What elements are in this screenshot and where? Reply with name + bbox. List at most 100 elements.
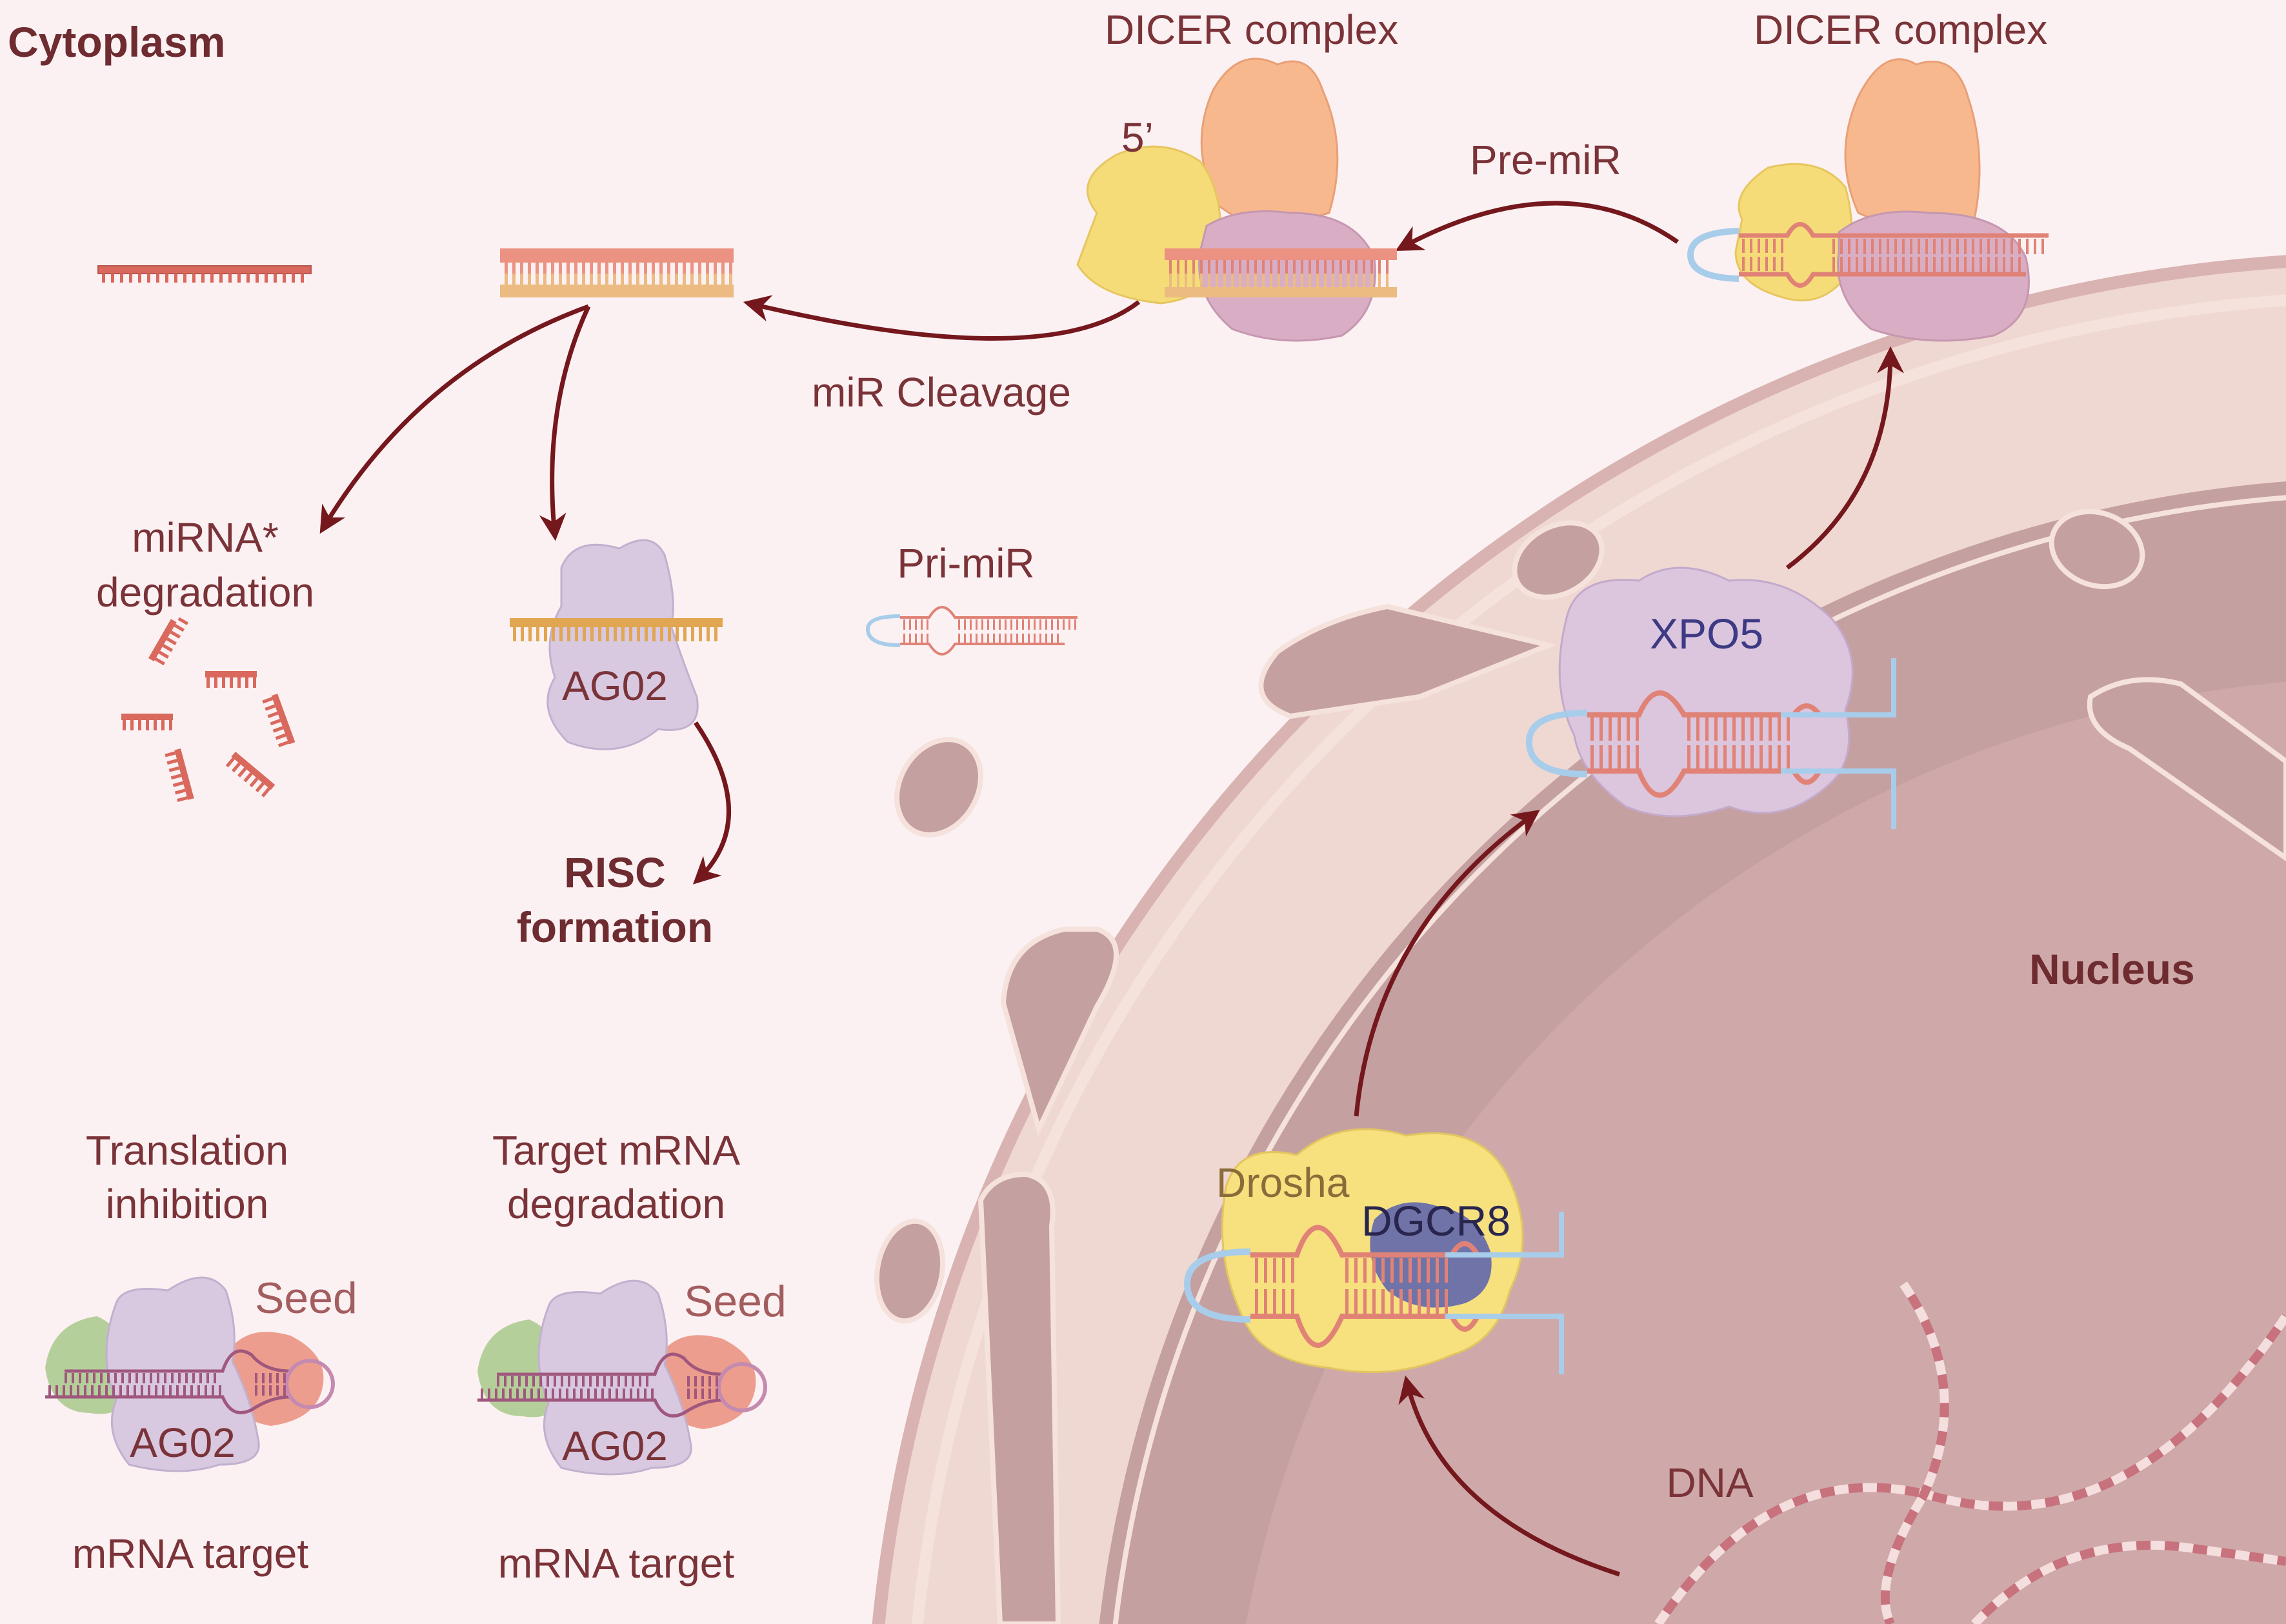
base-pair-tick [1247, 274, 1249, 287]
base-pair-tick [621, 627, 625, 641]
base-pair-tick [2026, 239, 2029, 254]
base-pair-tick [270, 719, 281, 726]
base-pair-tick [502, 1388, 505, 1399]
nuclear-pore-channel [2087, 677, 2286, 861]
base-pair-tick [93, 1373, 95, 1383]
base-pair-tick [1339, 274, 1342, 287]
base-pair-tick [1016, 634, 1018, 643]
base-pair-tick [1863, 239, 1866, 254]
base-pair-tick [1781, 257, 1783, 271]
base-pair-tick [488, 1388, 490, 1399]
base-pair-tick [206, 677, 210, 688]
base-pair-tick [582, 1376, 585, 1387]
base-pair-tick [623, 1388, 625, 1399]
base-pair-tick [1840, 239, 1843, 254]
dicer-orange-subunit [1200, 57, 1339, 234]
base-pair-tick [1051, 634, 1053, 643]
base-pair-tick [119, 1385, 122, 1396]
base-pair-tick [1848, 257, 1850, 272]
base-pair-tick [2003, 239, 2005, 254]
base-pair-tick [566, 274, 570, 285]
base-pair-tick [552, 627, 555, 641]
base-pair-tick [1972, 239, 1974, 254]
base-pair-tick [1293, 260, 1296, 274]
labels: Cytoplasm Nucleus DICER complex DICER co… [8, 6, 2195, 1587]
dicer-orange-subunit [1844, 58, 1981, 234]
base-pair-tick [1863, 257, 1866, 272]
base-pair-tick [512, 274, 516, 285]
base-pair-tick [528, 274, 531, 285]
base-pair-tick [1063, 619, 1065, 630]
base-pair-tick [1887, 257, 1889, 272]
base-pair-tick [536, 627, 539, 641]
base-pair-tick [2010, 239, 2013, 254]
base-pair-tick [987, 634, 989, 643]
base-pair-tick [1231, 274, 1234, 287]
base-pair-tick [212, 1385, 214, 1396]
base-pair-tick [1714, 745, 1718, 768]
base-pair-tick [1381, 1258, 1385, 1283]
base-pair-tick [1781, 239, 1783, 253]
base-pair-tick [551, 263, 554, 274]
base-pair-tick [1879, 239, 1881, 254]
base-pair-tick [698, 263, 701, 274]
base-pair-tick [1255, 1258, 1258, 1283]
base-pair-tick [1964, 239, 1967, 254]
base-pair-tick [976, 634, 978, 643]
base-pair-tick [275, 733, 286, 740]
base-pair-tick [265, 274, 268, 283]
base-pair-tick [651, 1388, 654, 1399]
base-pair-tick [65, 1373, 67, 1383]
base-pair-tick [1758, 257, 1760, 271]
base-pair-tick [589, 1376, 592, 1387]
dicer-complex-label-left: DICER complex [1105, 6, 1398, 53]
base-pair-tick [1856, 239, 1858, 254]
base-pair-tick [269, 1385, 272, 1396]
base-pair-tick [1750, 257, 1752, 271]
base-pair-tick [915, 634, 917, 643]
base-pair-tick [1231, 260, 1234, 274]
base-pair-tick [559, 274, 562, 285]
base-pair-tick [587, 1388, 590, 1399]
base-pair-tick [958, 619, 960, 630]
nuclear-pore [1512, 520, 1605, 600]
base-pair-tick [1039, 619, 1041, 630]
base-pair-tick [84, 1385, 86, 1396]
base-pair-tick [981, 634, 983, 643]
base-pair-tick [1941, 257, 1943, 272]
base-pair-tick [1618, 745, 1621, 768]
base-pair-tick [694, 1388, 697, 1399]
base-pair-tick [183, 1385, 186, 1396]
base-pair-tick [539, 1376, 542, 1387]
base-pair-tick [70, 1385, 72, 1396]
base-pair-tick [1687, 745, 1690, 768]
base-pair-tick [1057, 634, 1059, 643]
mirna-bases [102, 274, 304, 283]
base-pair-tick [1894, 257, 1897, 272]
base-pair-tick [621, 263, 624, 274]
base-pair-tick [1010, 634, 1012, 643]
mrna-target-label-left: mRNA target [72, 1530, 309, 1577]
base-pair-tick [537, 1388, 540, 1399]
base-pair-tick [701, 1376, 704, 1387]
base-pair-tick [1039, 634, 1041, 643]
base-pair-tick [574, 263, 577, 274]
base-pair-tick [91, 1385, 94, 1396]
base-pair-tick [714, 274, 717, 285]
base-pair-tick [1750, 239, 1752, 253]
base-pair-tick [1022, 619, 1024, 630]
base-pair-tick [243, 772, 253, 783]
base-pair-tick [261, 787, 271, 797]
base-pair-tick [156, 274, 159, 283]
base-pair-tick [1949, 257, 1951, 272]
base-pair-tick [536, 263, 539, 274]
base-pair-tick [1696, 745, 1699, 768]
base-pair-tick [1609, 717, 1612, 741]
base-pair-tick [721, 263, 725, 274]
base-pair-tick [1216, 260, 1218, 274]
base-pair-tick [621, 274, 624, 285]
base-pair-tick [63, 1385, 65, 1396]
base-pair-tick [659, 263, 663, 274]
base-pair-tick [701, 1388, 704, 1399]
nuclear-pore [874, 1218, 946, 1324]
